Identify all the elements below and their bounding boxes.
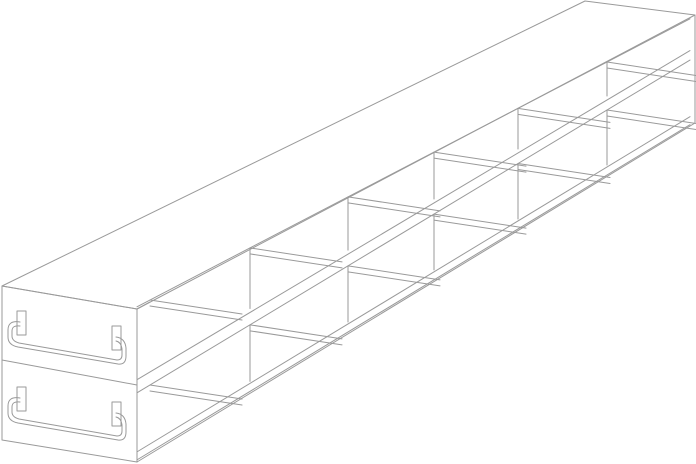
upper-rail [347, 202, 441, 218]
handle-mount-right [111, 401, 122, 427]
drawer-handle [7, 397, 127, 441]
drawer-handle-inner [11, 325, 123, 361]
upper-rail [433, 151, 527, 167]
lower-rail [517, 169, 611, 185]
rack-compartments [136, 18, 696, 461]
lower-rail [149, 390, 243, 406]
upper-rail [249, 247, 343, 263]
drawer-divider [1, 359, 138, 386]
handle-mount-left [16, 386, 27, 412]
upper-rail [249, 253, 343, 269]
bottom-side-edge [136, 122, 696, 463]
bottom-shelf-inner-edge [136, 116, 691, 453]
lower-rail [433, 219, 527, 235]
lower-rail [249, 330, 343, 346]
middle-shelf-bottom-edge [136, 59, 691, 394]
lower-rail [347, 271, 441, 287]
middle-shelf-top-edge [136, 50, 691, 381]
drawer-handle [7, 321, 127, 365]
lower-rail [249, 324, 343, 340]
lower-rail [606, 109, 696, 125]
lower-rail [149, 384, 243, 400]
handle-mount-left [16, 310, 27, 336]
handle-mount-right [111, 325, 122, 351]
upper-rail [347, 196, 441, 212]
upper-rail [433, 157, 527, 173]
lower-rail [517, 163, 611, 179]
front-right-top-edge [136, 301, 151, 310]
drawer-handle-inner [11, 401, 123, 437]
upper-rail [606, 67, 696, 83]
rack-front-drawers [1, 285, 151, 463]
upper-rail [517, 113, 611, 129]
upper-rail [606, 61, 696, 77]
top-panel [1, 0, 696, 310]
roof-underside-edge [136, 18, 691, 308]
lower-rail [433, 213, 527, 229]
lower-rail [606, 115, 696, 131]
bottom-shelf-edge [136, 124, 691, 461]
upper-rail [517, 107, 611, 123]
upper-rail [149, 305, 243, 321]
lower-rail [347, 265, 441, 281]
upper-rail [149, 299, 243, 315]
